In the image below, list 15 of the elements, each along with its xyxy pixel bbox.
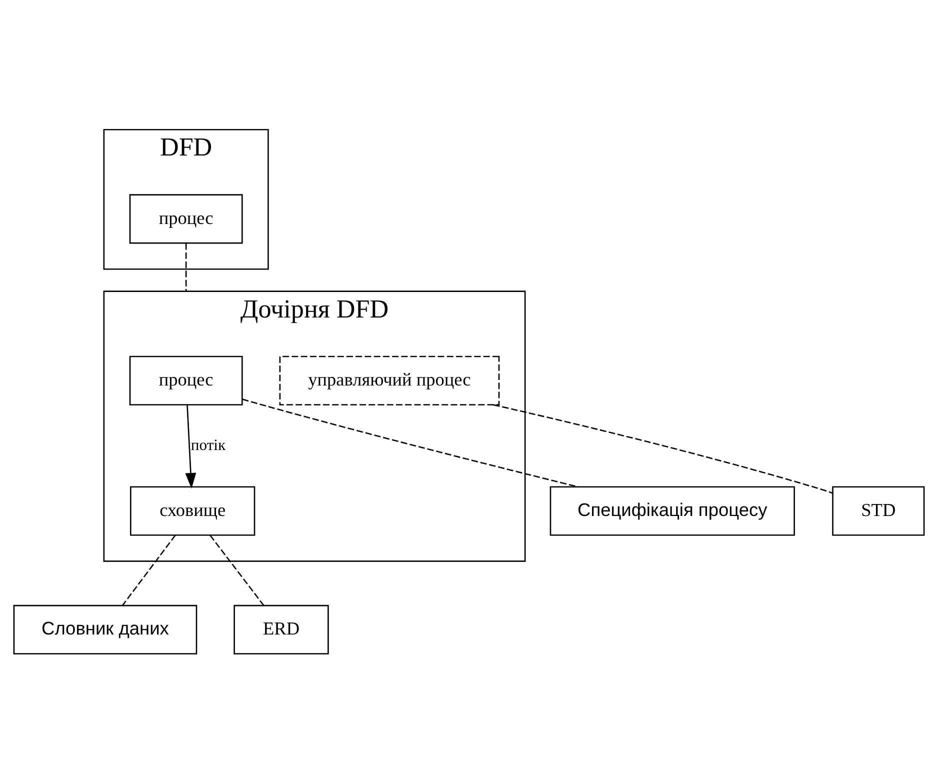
node-box: процес — [129, 194, 243, 244]
node-box: управляючий процес — [279, 356, 500, 406]
node-box: сховище — [130, 486, 256, 536]
node-box: Словник даних — [13, 604, 198, 654]
node-box: Специфікація процесу — [550, 486, 795, 536]
connector — [210, 534, 264, 606]
arrow — [185, 404, 196, 489]
connector — [242, 398, 578, 488]
connector — [122, 534, 176, 606]
connector — [185, 243, 187, 292]
node-box: процес — [129, 356, 243, 406]
edge-label: потік — [190, 436, 226, 454]
node-box: ERD — [234, 604, 329, 654]
connector — [493, 404, 833, 494]
node-box: STD — [832, 486, 925, 536]
